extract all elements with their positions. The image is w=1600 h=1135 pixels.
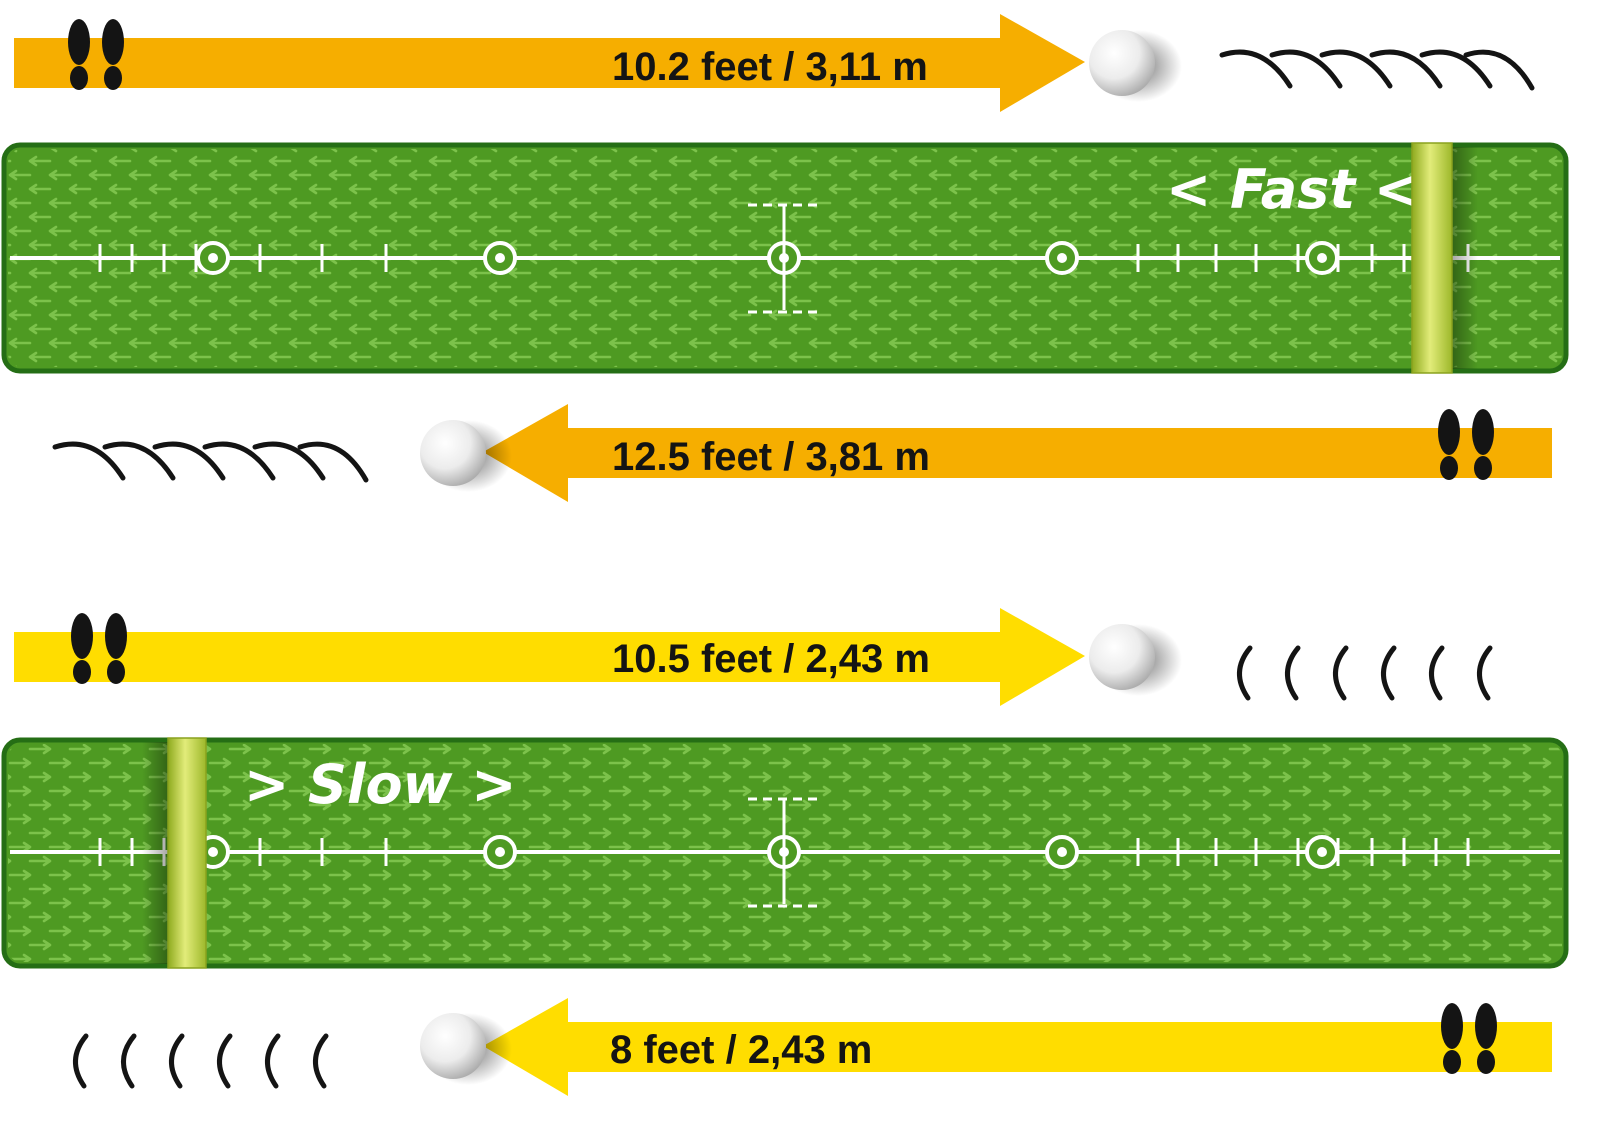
center-crosshair [748, 203, 822, 314]
arrow-top-10-2-feet: 10.2 feet / 3,11 m [14, 14, 1085, 112]
target-hole-icon [483, 241, 517, 275]
arrow-mid-12-5-feet: 12.5 feet / 3,81 m [483, 404, 1552, 502]
bounce-trail-icon [1237, 645, 1493, 701]
roll-trail-icon [1219, 49, 1535, 91]
target-hole-icon [1305, 835, 1339, 869]
label-8-feet: 8 feet / 2,43 m [610, 1028, 872, 1072]
label-10-5-feet: 10.5 feet / 2,43 m [612, 637, 930, 681]
target-hole-icon [196, 241, 230, 275]
bumper-bar [142, 737, 207, 969]
golf-ball-icon [1089, 624, 1182, 696]
mat-fast: < Fast < [1, 142, 1569, 374]
target-hole-icon [483, 835, 517, 869]
center-crosshair [748, 797, 822, 908]
golf-ball-icon [420, 1013, 512, 1085]
arrow-mid-10-5-feet: 10.5 feet / 2,43 m [14, 608, 1085, 706]
target-hole-icon [1305, 241, 1339, 275]
label-fast: < Fast < [1166, 158, 1419, 221]
trail-left-top [52, 441, 369, 483]
label-10-2-feet: 10.2 feet / 3,11 m [612, 45, 928, 89]
arrow-bottom-8-feet: 8 feet / 2,43 m [483, 998, 1552, 1096]
mat-slow: > Slow > [1, 737, 1569, 969]
target-hole-icon [1045, 835, 1079, 869]
target-hole-icon [1045, 241, 1079, 275]
golf-ball-icon [1089, 30, 1182, 102]
golf-ball-icon [420, 420, 512, 492]
trail-bounce-bottom [73, 1033, 329, 1089]
label-12-5-feet: 12.5 feet / 3,81 m [612, 435, 930, 479]
target-holes [196, 241, 1339, 275]
bumper-bar [1411, 142, 1478, 374]
label-slow: > Slow > [244, 753, 516, 816]
